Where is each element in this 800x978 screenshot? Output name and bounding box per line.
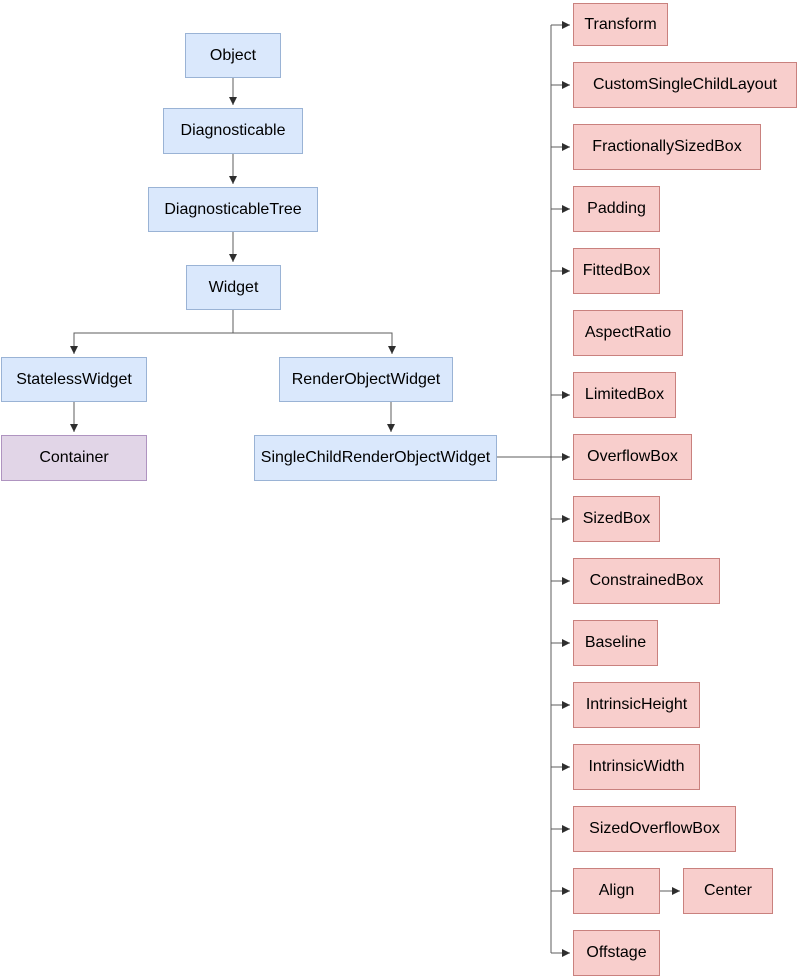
node-label: RenderObjectWidget (291, 370, 441, 388)
node-aspect-ratio: AspectRatio (573, 310, 683, 356)
node-label: Offstage (586, 944, 647, 962)
node-label: Baseline (584, 634, 647, 652)
node-intrinsic-width: IntrinsicWidth (573, 744, 700, 790)
node-label: ConstrainedBox (589, 572, 704, 590)
node-label: Padding (587, 200, 646, 218)
node-label: AspectRatio (584, 324, 672, 342)
node-sized-overflow-box: SizedOverflowBox (573, 806, 736, 852)
node-baseline: Baseline (573, 620, 658, 666)
node-limited-box: LimitedBox (573, 372, 676, 418)
node-label: DiagnosticableTree (164, 200, 302, 218)
node-label: Container (39, 449, 109, 467)
node-label: OverflowBox (587, 448, 678, 466)
node-label: IntrinsicWidth (588, 758, 685, 776)
node-intrinsic-height: IntrinsicHeight (573, 682, 700, 728)
edge-widget-to-stateless-widget (70, 310, 234, 354)
node-custom-single-child-layout: CustomSingleChildLayout (573, 62, 797, 108)
node-object: Object (185, 33, 281, 78)
node-center: Center (683, 868, 773, 914)
node-diagnosticable: Diagnosticable (163, 108, 303, 154)
node-label: Center (703, 882, 753, 900)
node-sized-box: SizedBox (573, 496, 660, 542)
node-padding: Padding (573, 186, 660, 232)
node-label: Widget (208, 278, 259, 296)
node-fractionally-sized-box: FractionallySizedBox (573, 124, 761, 170)
node-widget: Widget (186, 265, 281, 310)
node-label: SizedBox (582, 510, 651, 528)
node-offstage: Offstage (573, 930, 660, 976)
edge-widget-to-render-object-widget (232, 310, 396, 354)
node-fitted-box: FittedBox (573, 248, 660, 294)
node-stateless-widget: StatelessWidget (1, 357, 147, 402)
node-label: Diagnosticable (180, 122, 286, 140)
node-label: CustomSingleChildLayout (592, 76, 778, 94)
node-align: Align (573, 868, 660, 914)
node-label: LimitedBox (584, 386, 665, 404)
node-single-child-render-object-widget: SingleChildRenderObjectWidget (254, 435, 497, 481)
node-label: StatelessWidget (16, 370, 132, 388)
node-label: Object (209, 46, 257, 64)
node-label: Align (598, 882, 635, 900)
node-label: FittedBox (582, 262, 651, 280)
node-label: SizedOverflowBox (589, 820, 720, 838)
node-label: IntrinsicHeight (585, 696, 688, 714)
node-label: FractionallySizedBox (592, 138, 742, 156)
node-constrained-box: ConstrainedBox (573, 558, 720, 604)
node-label: Transform (584, 15, 657, 33)
node-render-object-widget: RenderObjectWidget (279, 357, 453, 402)
node-label: SingleChildRenderObjectWidget (260, 449, 491, 467)
node-diagnosticable-tree: DiagnosticableTree (148, 187, 318, 232)
node-overflow-box: OverflowBox (573, 434, 692, 480)
node-transform: Transform (573, 3, 668, 46)
node-container: Container (1, 435, 147, 481)
